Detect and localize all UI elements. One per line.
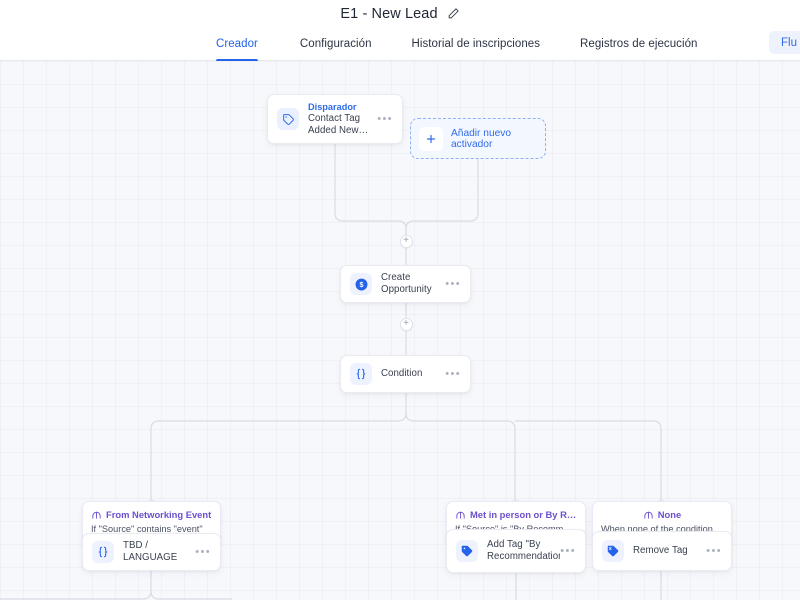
trigger-node-text: Disparador Contact Tag Added New Lead xyxy=(308,101,377,138)
condition-node-label: Condition xyxy=(381,367,423,379)
tbd-language-node[interactable]: TBD / LANGUAGE ••• xyxy=(82,533,221,571)
trigger-node-menu-button[interactable]: ••• xyxy=(377,113,393,125)
tab-bar: Creador Configuración Historial de inscr… xyxy=(0,27,800,61)
branch-title-label: From Networking Event xyxy=(106,509,212,520)
add-step-after-trigger-button[interactable]: + xyxy=(399,234,413,248)
create-opportunity-node[interactable]: $ Create Opportunity ••• xyxy=(340,265,471,303)
workflow-canvas[interactable]: + + + + + Disparador Contact Tag Added N… xyxy=(0,61,800,600)
create-opportunity-node-label: Create Opportunity xyxy=(381,271,432,296)
title-group: E1 - New Lead xyxy=(340,6,459,22)
remove-tag-node-menu-button[interactable]: ••• xyxy=(706,545,722,557)
tbd-language-node-menu-button[interactable]: ••• xyxy=(195,546,211,558)
add-new-trigger-button[interactable]: Añadir nuevo activador xyxy=(410,118,546,159)
tbd-language-node-text: TBD / LANGUAGE xyxy=(123,540,195,565)
create-opportunity-node-text: Create Opportunity xyxy=(381,272,445,297)
trigger-node[interactable]: Disparador Contact Tag Added New Lead ••… xyxy=(267,94,403,144)
remove-tag-node-label: Remove Tag xyxy=(633,544,688,556)
tag-outline-icon xyxy=(277,108,299,130)
add-tag-node-text: Add Tag "By Recommendation" xyxy=(487,539,560,564)
branch-title-label: None xyxy=(657,509,682,520)
dollar-circle-icon: $ xyxy=(350,273,372,295)
flow-button[interactable]: Flu xyxy=(769,31,800,54)
remove-tag-node-text: Remove Tag xyxy=(633,545,706,558)
plus-icon xyxy=(419,126,443,151)
branch-title-row: None xyxy=(601,509,723,520)
condition-node[interactable]: Condition ••• xyxy=(340,355,471,393)
pencil-icon[interactable] xyxy=(447,7,460,20)
add-tag-node-menu-button[interactable]: ••• xyxy=(560,545,576,557)
branch-icon xyxy=(456,511,465,519)
braces-icon xyxy=(92,541,114,563)
branch-title-row: From Networking Event xyxy=(91,509,212,520)
branch-title-row: Met in person or By Recomme... xyxy=(455,509,577,520)
trigger-kicker-label: Disparador xyxy=(308,101,357,112)
remove-tag-node[interactable]: Remove Tag ••• xyxy=(592,531,732,571)
svg-text:$: $ xyxy=(359,281,363,289)
tab-registros-ejecucion[interactable]: Registros de ejecución xyxy=(580,38,698,50)
tab-list: Creador Configuración Historial de inscr… xyxy=(216,27,717,61)
tab-configuracion[interactable]: Configuración xyxy=(299,38,372,50)
branch-title-label: Met in person or By Recomme... xyxy=(470,509,577,520)
trigger-node-label: Contact Tag Added New Lead xyxy=(308,112,361,137)
tag-filled-icon xyxy=(456,540,478,562)
tbd-language-node-label: TBD / LANGUAGE xyxy=(123,539,178,564)
page-title: E1 - New Lead xyxy=(340,5,438,22)
tag-remove-icon xyxy=(602,540,624,562)
add-tag-node-label: Add Tag "By Recommendation" xyxy=(487,538,561,563)
add-new-trigger-label: Añadir nuevo activador xyxy=(451,127,512,150)
braces-icon xyxy=(350,363,372,385)
add-tag-node[interactable]: Add Tag "By Recommendation" ••• xyxy=(446,529,586,573)
branch-icon xyxy=(92,511,101,519)
condition-node-menu-button[interactable]: ••• xyxy=(445,368,461,380)
branch-icon xyxy=(644,511,653,519)
top-bar: E1 - New Lead xyxy=(0,0,800,27)
add-step-after-create-opportunity-button[interactable]: + xyxy=(399,317,413,331)
tab-creador[interactable]: Creador xyxy=(216,27,280,61)
condition-node-text: Condition xyxy=(381,368,445,381)
tab-historial-inscripciones[interactable]: Historial de inscripciones xyxy=(411,38,541,50)
create-opportunity-node-menu-button[interactable]: ••• xyxy=(445,278,461,290)
